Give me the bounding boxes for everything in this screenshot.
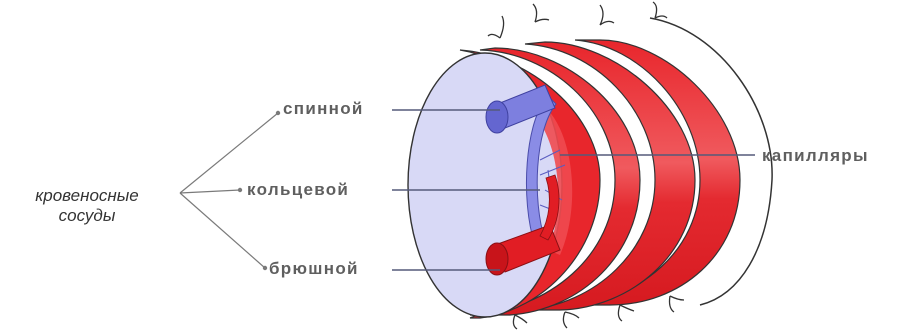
blood-vessels-label: кровеносные сосуды <box>22 186 152 226</box>
blood-vessels-label-line1: кровеносные <box>22 186 152 206</box>
ventral-vessel-label: брюшной <box>269 260 359 277</box>
setae-top <box>488 2 667 38</box>
dorsal-vessel-label: спинной <box>283 100 364 117</box>
blood-vessels-label-line2: сосуды <box>22 206 152 226</box>
capillaries-label: капилляры <box>762 147 869 164</box>
ring-vessel-label: кольцевой <box>247 181 349 198</box>
